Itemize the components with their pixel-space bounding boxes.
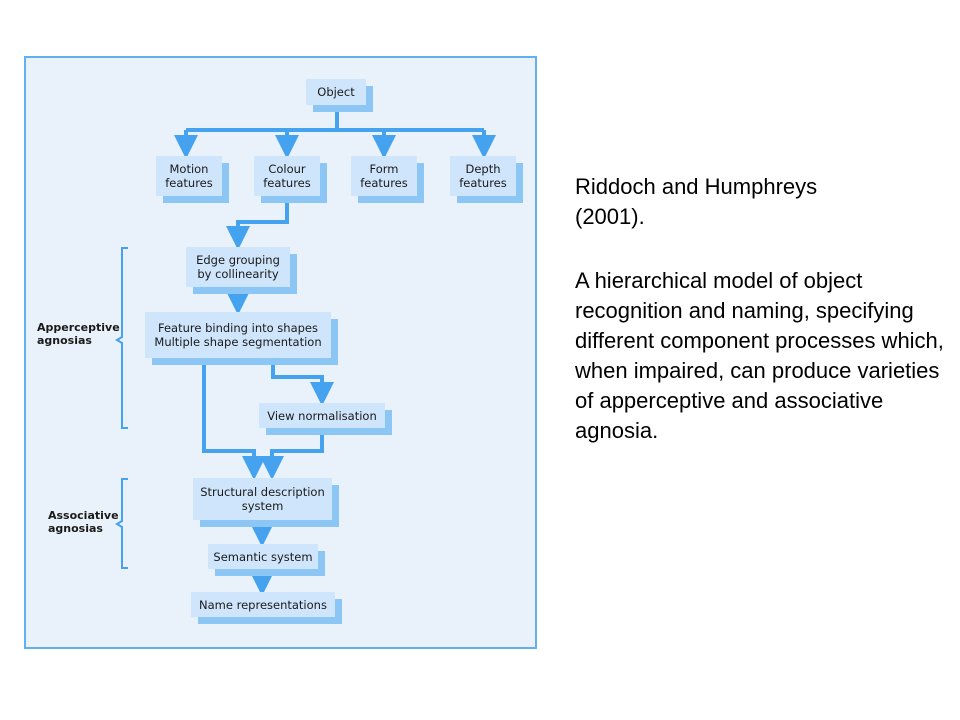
feature-binding-box: Feature binding into shapes Multiple sha… [145,312,331,358]
object-box: Object [306,79,366,105]
caption-citation: Riddoch and Humphreys (2001). [575,174,818,229]
caption-description: A hierarchical model of object recogniti… [575,268,944,443]
structural-description-box: Structural description system [193,478,332,520]
apperceptive-bracket [115,247,128,429]
associative-bracket [115,478,128,569]
edge-grouping-box: Edge grouping by collinearity [186,247,290,287]
name-representations-box: Name representations [191,592,335,617]
view-normalisation-box: View normalisation [259,403,385,428]
motion-features-box: Motion features [156,156,222,196]
arrow-colour-to-edge [226,198,289,250]
binding-direct-path [202,361,266,480]
associative-agnosias-label: Associative agnosias [48,509,119,535]
colour-features-box: Colour features [254,156,320,196]
depth-features-box: Depth features [450,156,516,196]
apperceptive-agnosias-label: Apperceptive agnosias [37,321,120,347]
arrow-binding-to-view [271,361,334,406]
form-features-box: Form features [351,156,417,196]
view-down-path [260,429,324,480]
semantic-system-box: Semantic system [208,544,318,569]
